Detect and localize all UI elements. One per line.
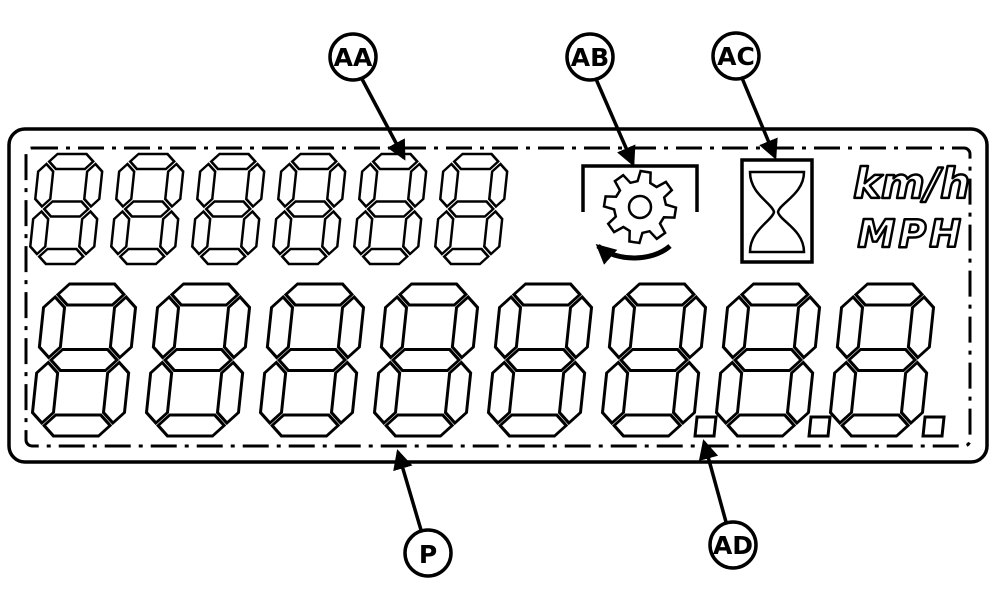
callout-ab: AB <box>565 32 636 167</box>
seven-segment-digit <box>486 282 594 438</box>
callout-ab-label: AB <box>571 43 609 72</box>
bottom-digit-row <box>30 282 946 438</box>
hourglass-icon <box>740 158 814 264</box>
mph-unit-label: MPH <box>858 212 964 256</box>
kmh-unit-label: km/h <box>853 159 970 208</box>
decimal-point <box>807 415 832 438</box>
seven-segment-digit <box>600 282 708 438</box>
hourglass-glyph <box>748 170 806 254</box>
callout-ab-circle <box>565 32 615 82</box>
callout-p-label: P <box>419 540 437 569</box>
seven-segment-digit <box>109 152 185 266</box>
callout-ac: AC <box>711 31 778 160</box>
hourglass-frame <box>740 158 814 264</box>
callout-aa-label: AA <box>334 43 373 72</box>
callout-ad-arrow <box>698 439 728 523</box>
rotate-arrow-icon <box>595 244 672 265</box>
display-border <box>24 146 972 448</box>
seven-segment-digit <box>258 282 366 438</box>
top-digit-row <box>28 152 509 266</box>
seven-segment-digit <box>271 152 347 266</box>
seven-segment-digit <box>190 152 266 266</box>
callout-ac-circle <box>711 31 761 81</box>
seven-segment-digit <box>828 282 936 438</box>
callout-ad-circle <box>708 520 758 570</box>
callout-p-circle <box>403 528 453 578</box>
callout-p: P <box>393 449 453 578</box>
decimal-point <box>921 415 946 438</box>
seven-segment-digit <box>433 152 509 266</box>
callout-aa: AA <box>328 32 406 161</box>
callout-p-arrow <box>393 449 423 531</box>
seven-segment-digit <box>352 152 428 266</box>
gear-hub <box>627 194 653 220</box>
seven-segment-digit <box>714 282 822 438</box>
callout-aa-circle <box>328 32 378 82</box>
callout-ac-arrow <box>740 77 778 160</box>
callout-aa-arrow <box>360 78 406 161</box>
gear-bracket <box>581 164 699 212</box>
seven-segment-digit <box>28 152 104 266</box>
callout-ad-label: AD <box>713 531 753 560</box>
decimal-point <box>693 415 718 438</box>
callout-ab-arrow <box>594 78 636 167</box>
callout-ac-label: AC <box>717 42 755 71</box>
seven-segment-digit <box>144 282 252 438</box>
seven-segment-digit <box>372 282 480 438</box>
service-gear-icon <box>581 164 699 265</box>
callout-ad: AD <box>698 439 758 570</box>
seven-segment-digit <box>30 282 138 438</box>
